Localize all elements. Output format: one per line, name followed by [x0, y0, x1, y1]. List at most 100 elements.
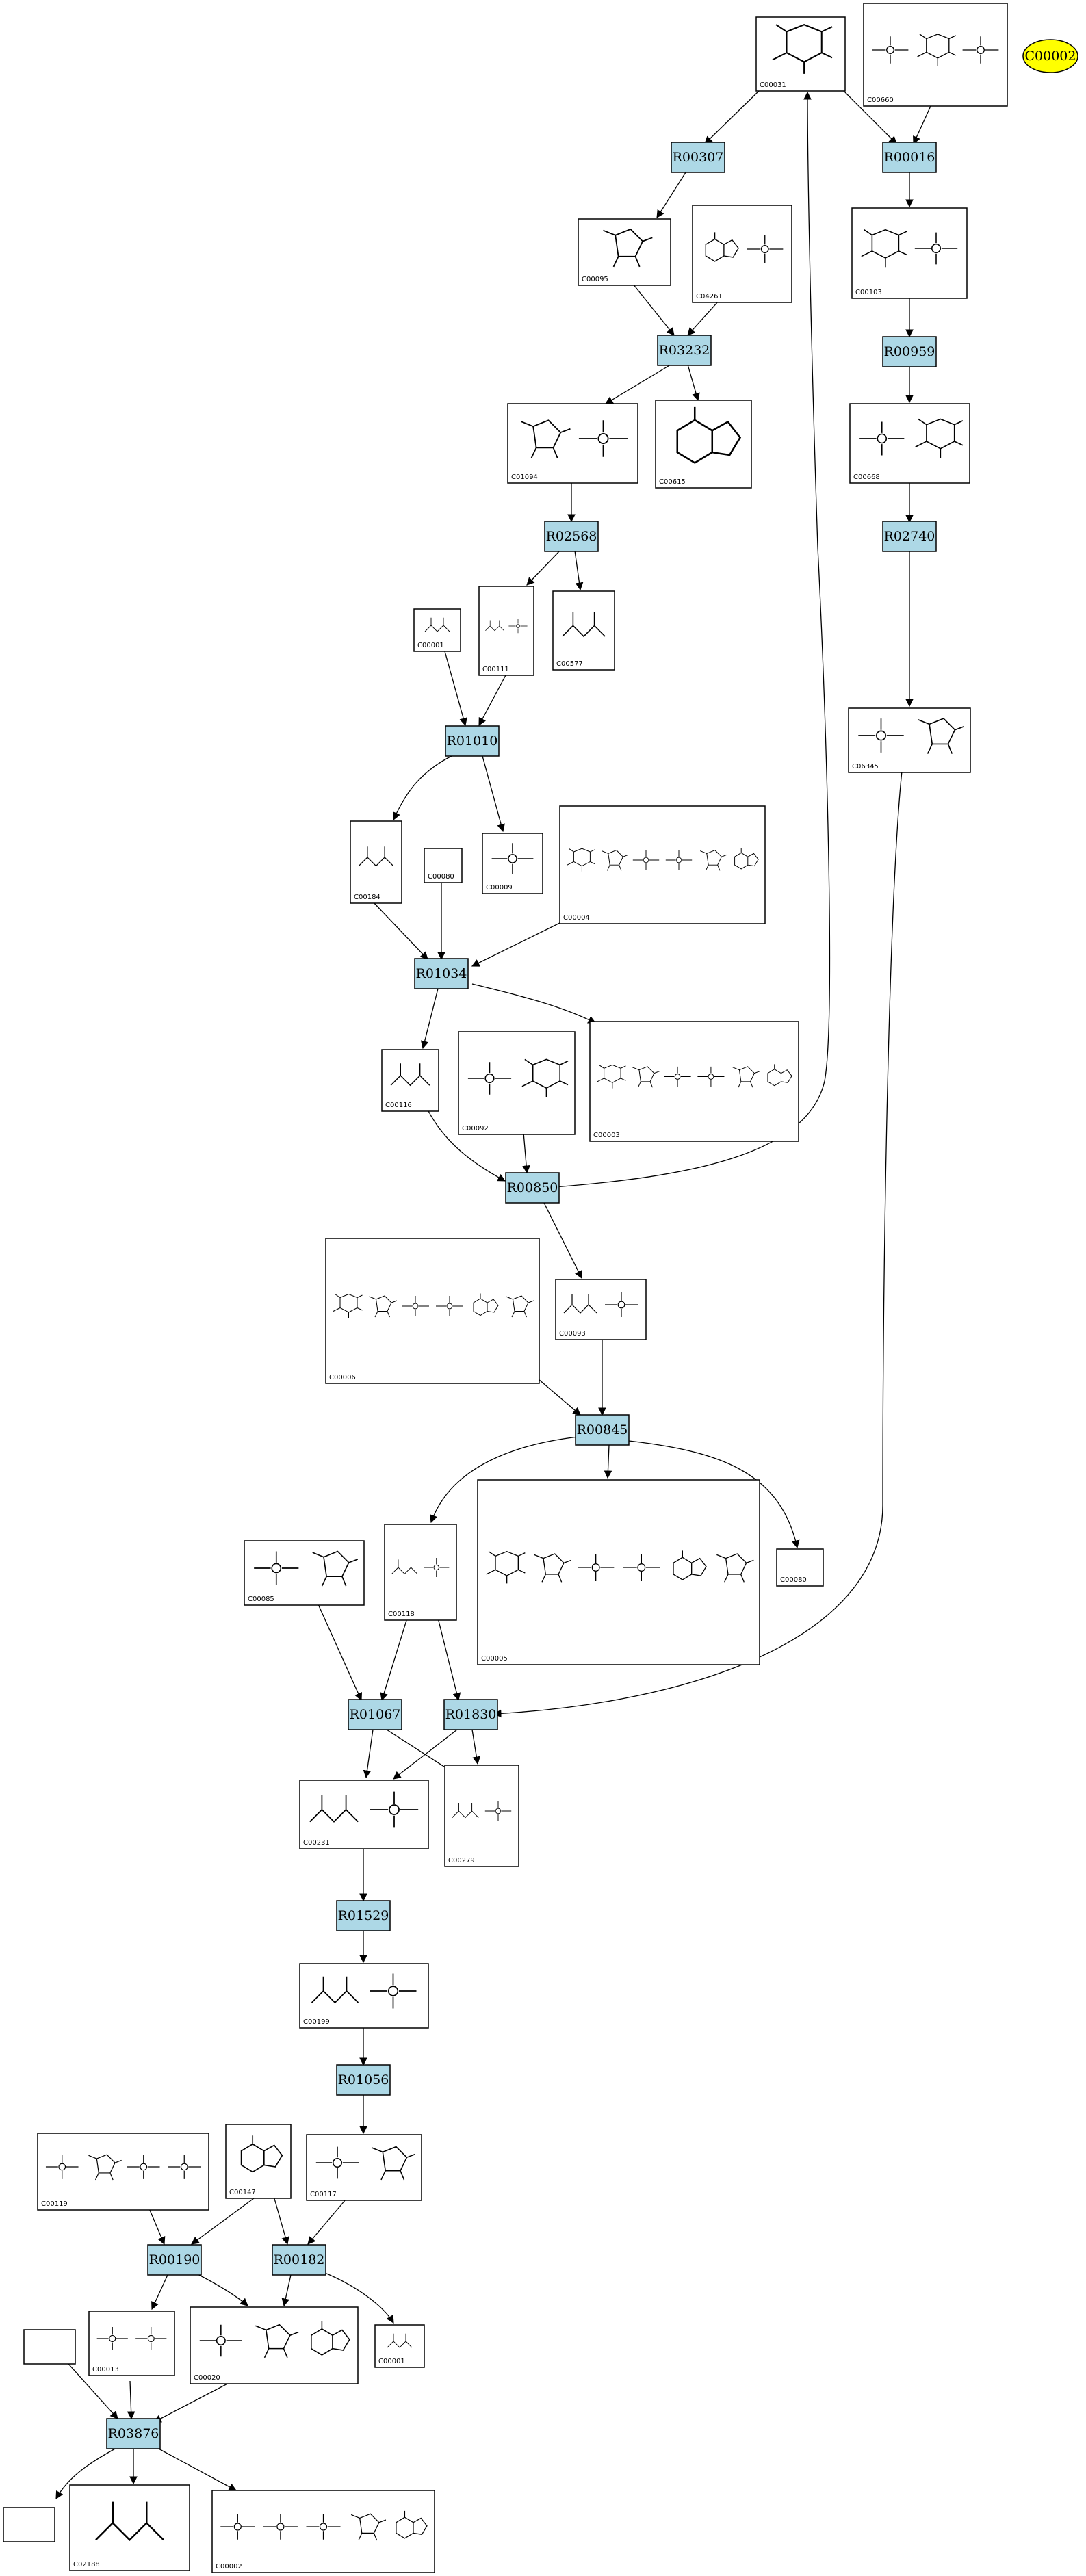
compound-label: C00660: [867, 96, 894, 104]
reaction-label: R02568: [546, 529, 597, 544]
reaction-node-r00182[interactable]: R00182: [272, 2244, 326, 2276]
compound-node-c02188[interactable]: C02188: [69, 2484, 190, 2571]
compound-label: C00031: [760, 81, 786, 89]
compound-node-c00184[interactable]: C00184: [350, 820, 402, 904]
reaction-node-r03876[interactable]: R03876: [106, 2418, 161, 2449]
start-node-label: C00002: [1025, 49, 1076, 64]
reaction-label: R01034: [416, 966, 467, 981]
compound-node-c00080[interactable]: C00080: [424, 848, 463, 883]
compound-node-c00006[interactable]: C00006: [325, 1238, 540, 1384]
reaction-node-r00850[interactable]: R00850: [505, 1172, 560, 1204]
reaction-box: [575, 1414, 630, 1446]
reaction-node-r01034[interactable]: R01034: [414, 958, 469, 989]
compound-label: C00111: [482, 666, 509, 673]
reaction-node-r00016[interactable]: R00016: [882, 142, 937, 173]
compound-node-c00085[interactable]: C00085: [244, 1540, 365, 1606]
compound-node-c00093[interactable]: C00093: [555, 1279, 647, 1340]
compound-box: [88, 2311, 175, 2376]
compound-node-c00615[interactable]: C00615: [655, 400, 752, 489]
compound-node-c00005[interactable]: C00005: [477, 1479, 760, 1665]
compound-node-c00001[interactable]: C00001: [413, 608, 461, 652]
compound-node-c00279[interactable]: C00279: [444, 1765, 519, 1867]
compound-node-c00577[interactable]: C00577: [552, 590, 615, 671]
reaction-node-r01529[interactable]: R01529: [336, 1900, 391, 1931]
compound-label: C00117: [310, 2191, 337, 2198]
compound-node-c00119[interactable]: C00119: [37, 2133, 209, 2211]
edge: [273, 2196, 289, 2246]
compound-node-empty[interactable]: [3, 2507, 55, 2542]
reaction-label: R00016: [884, 150, 935, 165]
compound-node-c00116[interactable]: C00116: [381, 1049, 439, 1112]
compound-node-c01094[interactable]: C01094: [507, 403, 638, 484]
compound-node-empty[interactable]: [23, 2329, 76, 2365]
reaction-label: R00959: [884, 344, 935, 359]
compound-label: C00199: [303, 2018, 330, 2026]
reaction-box: [443, 1699, 498, 1730]
edge: [380, 1617, 408, 1702]
reaction-node-r00959[interactable]: R00959: [882, 336, 937, 367]
compound-node-c00095[interactable]: C00095: [578, 218, 671, 286]
compound-node-c00001[interactable]: C00001: [374, 2324, 425, 2368]
compound-node-c04261[interactable]: C04261: [692, 205, 792, 303]
reaction-label: R00190: [149, 2252, 201, 2267]
reaction-node-r01830[interactable]: R01830: [443, 1699, 498, 1730]
compound-box: [776, 1548, 824, 1587]
edge: [420, 988, 439, 1050]
reaction-node-r01010[interactable]: R01010: [445, 725, 500, 757]
compound-label: C00615: [659, 478, 686, 486]
reaction-box: [671, 142, 725, 173]
reaction-node-r00307[interactable]: R00307: [671, 142, 725, 173]
edge: [471, 922, 562, 967]
reaction-node-r03232[interactable]: R03232: [657, 335, 712, 366]
compound-node-c00111[interactable]: C00111: [478, 586, 534, 676]
compound-node-c00031[interactable]: C00031: [755, 16, 846, 92]
edge: [522, 1132, 530, 1174]
edge: [656, 172, 686, 218]
edge: [127, 2380, 135, 2420]
compound-box: [507, 403, 638, 484]
edge: [281, 2274, 292, 2307]
compound-node-c00118[interactable]: C00118: [384, 1524, 457, 1621]
compound-node-c00092[interactable]: C00092: [458, 1031, 576, 1135]
compound-node-c00020[interactable]: C00020: [190, 2306, 359, 2384]
compound-node-c06345[interactable]: C06345: [848, 707, 971, 773]
compound-label: C06345: [852, 763, 879, 770]
edge: [153, 2380, 233, 2423]
reaction-node-r00845[interactable]: R00845: [575, 1414, 630, 1446]
compound-node-c00231[interactable]: C00231: [299, 1780, 429, 1849]
compound-node-c00147[interactable]: C00147: [225, 2124, 292, 2199]
edge: [151, 2274, 168, 2311]
compound-node-c00004[interactable]: C00004: [559, 805, 766, 924]
compound-node-c00199[interactable]: C00199: [299, 1963, 429, 2029]
edge: [543, 1202, 582, 1279]
compound-node-c00009[interactable]: C00009: [482, 833, 543, 894]
compound-node-c00002[interactable]: C00002: [211, 2490, 435, 2573]
start-node[interactable]: C00002: [1022, 39, 1078, 73]
compound-box: [478, 586, 534, 676]
compound-node-c00117[interactable]: C00117: [306, 2134, 422, 2201]
reaction-box: [882, 142, 937, 173]
compound-node-c00003[interactable]: C00003: [589, 1021, 799, 1142]
edge: [493, 770, 903, 1718]
compound-box: [851, 207, 968, 299]
reaction-node-r02568[interactable]: R02568: [544, 521, 599, 552]
edge: [393, 755, 452, 821]
compound-node-c00013[interactable]: C00013: [88, 2311, 175, 2376]
compound-node-c00103[interactable]: C00103: [851, 207, 968, 299]
reaction-node-r02740[interactable]: R02740: [882, 521, 937, 552]
reaction-node-r01056[interactable]: R01056: [336, 2064, 391, 2096]
compound-box: [23, 2329, 76, 2365]
compound-label: C00020: [194, 2374, 220, 2382]
compound-node-c00080[interactable]: C00080: [776, 1548, 824, 1587]
edge: [687, 364, 700, 402]
compound-label: C00085: [248, 1596, 274, 1603]
compound-box: [552, 590, 615, 671]
compound-label: C00013: [92, 2366, 119, 2373]
edge: [841, 88, 897, 144]
reaction-node-r00190[interactable]: R00190: [147, 2244, 202, 2276]
compound-node-c00668[interactable]: C00668: [849, 403, 970, 484]
reaction-node-r01067[interactable]: R01067: [348, 1699, 402, 1730]
compound-node-c00660[interactable]: C00660: [863, 3, 1008, 107]
compound-label: C00001: [417, 642, 444, 649]
